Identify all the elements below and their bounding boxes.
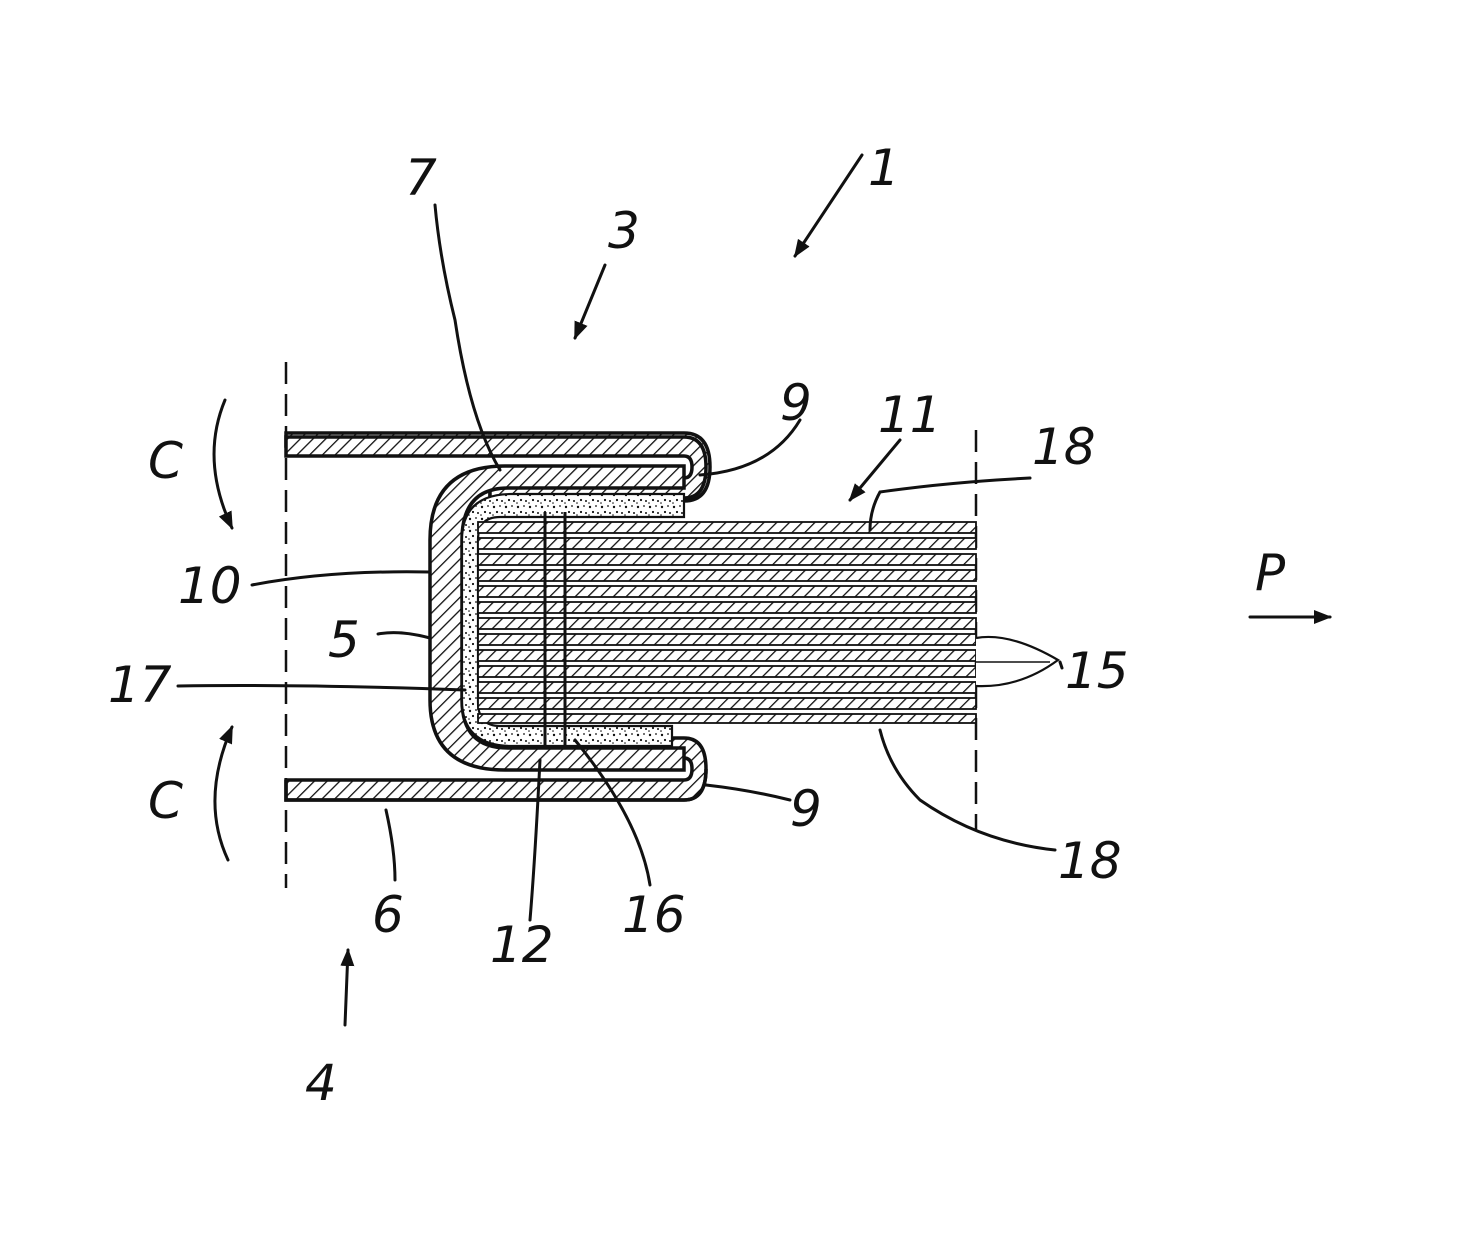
leader-18-bottom: [880, 730, 1055, 850]
label-9-bottom: 9: [790, 780, 822, 838]
rotation-arrow-top: [214, 400, 232, 528]
signature-sheet-stack: [478, 522, 976, 723]
label-11: 11: [878, 386, 942, 444]
label-c-top: C: [148, 432, 183, 490]
label-6: 6: [372, 886, 404, 944]
label-c-bottom: C: [148, 772, 183, 830]
label-12: 12: [490, 916, 554, 974]
label-p: P: [1255, 544, 1286, 602]
label-9-top: 9: [780, 374, 812, 432]
label-17: 17: [108, 656, 172, 714]
leader-7: [435, 205, 500, 470]
label-18-top: 18: [1032, 418, 1096, 476]
leader-9-bottom: [706, 785, 790, 800]
label-10: 10: [178, 557, 242, 615]
rotation-arrow-bottom: [215, 727, 232, 860]
arrow-3: [575, 265, 605, 338]
label-1: 1: [868, 139, 900, 197]
leader-15: [1060, 662, 1062, 668]
leader-10: [252, 572, 430, 585]
arrow-1: [795, 155, 862, 256]
label-4: 4: [305, 1054, 337, 1112]
leader-5: [378, 633, 430, 638]
leader-17: [178, 686, 465, 691]
leader-6: [386, 810, 395, 880]
label-18-bottom: 18: [1058, 832, 1122, 890]
label-5: 5: [328, 611, 360, 669]
arrow-4: [345, 950, 348, 1025]
label-7: 7: [405, 149, 437, 207]
label-16: 16: [622, 886, 686, 944]
label-15: 15: [1065, 642, 1129, 700]
label-3: 3: [608, 202, 640, 260]
